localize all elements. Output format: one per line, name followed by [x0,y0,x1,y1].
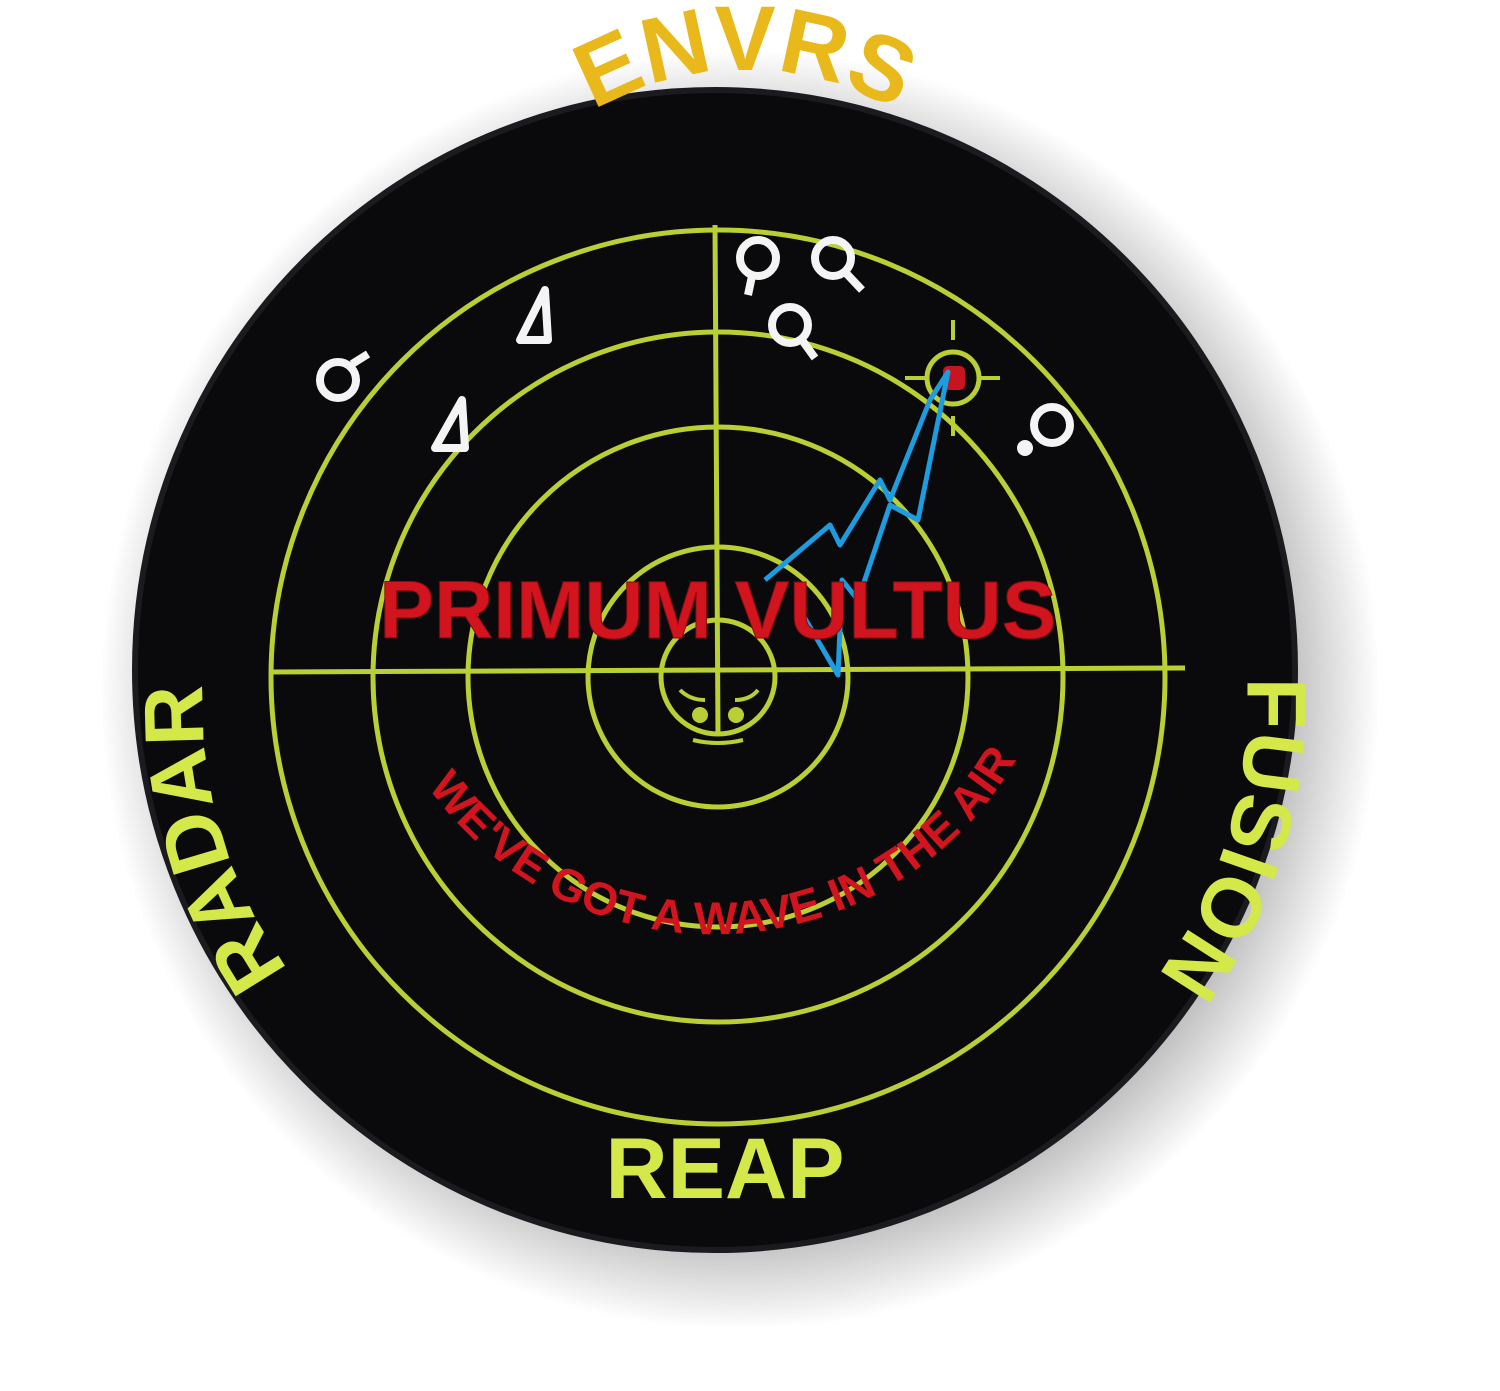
lightning-wave-icon [763,369,951,678]
aircraft-contact-icon [316,350,371,402]
triangle-contact-icon [516,286,552,344]
aircraft-contact-icon [811,236,865,293]
bottom-label: REAP [606,1121,845,1217]
radar-crosshair [269,224,1186,736]
motto-text: PRIMUM VULTUS [379,565,1056,656]
triangle-contact-icon [431,396,469,452]
aircraft-contact-icon [1017,403,1074,456]
skull-icon [678,688,760,745]
aircraft-contact-icon [736,236,780,296]
aircraft-contact-icon [768,303,819,361]
contacts [316,236,1074,456]
